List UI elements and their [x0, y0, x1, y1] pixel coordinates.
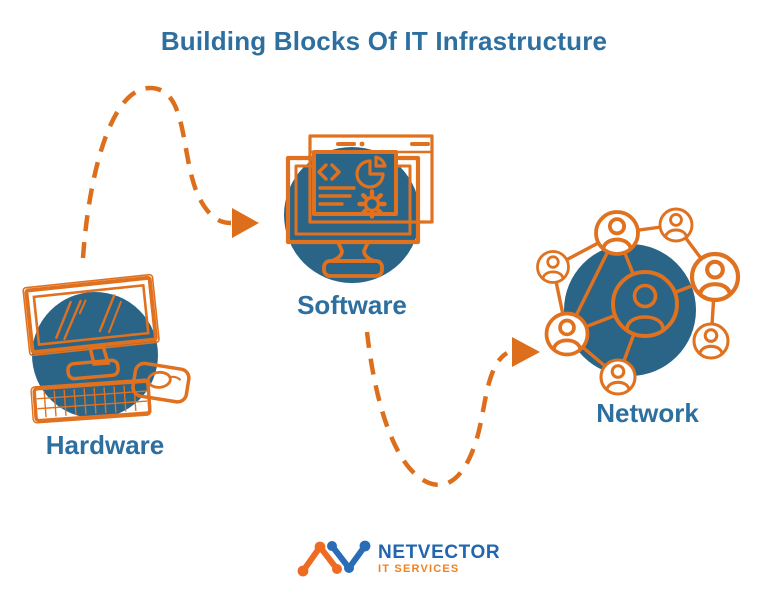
page-title: Building Blocks Of IT Infrastructure	[160, 26, 608, 56]
person-node-icon	[658, 207, 694, 243]
dashed-arrow-hardware-to-software-icon	[80, 85, 232, 259]
logo-tagline: IT SERVICES	[378, 562, 460, 575]
code-brackets-icon	[317, 163, 328, 181]
hardware-block: Hardware	[10, 250, 200, 461]
app-panel-sketch	[312, 150, 398, 219]
person-node-icon	[692, 322, 730, 360]
logo-text: NETVECTOR IT SERVICES	[378, 541, 501, 576]
people-network-icon	[536, 207, 753, 396]
person-node-icon	[594, 210, 640, 256]
hardware-label: Hardware	[45, 430, 165, 460]
network-block: Network	[528, 196, 753, 429]
desktop-computer-sketch-icon	[22, 273, 191, 424]
mouse-pad-sketch	[131, 361, 191, 404]
pie-chart-icon	[355, 155, 387, 189]
software-block: Software	[262, 128, 442, 321]
monitor-code-pie-gear-icon	[284, 134, 434, 283]
gear-icon	[357, 189, 387, 219]
person-node-icon	[599, 358, 637, 396]
software-label: Software	[297, 290, 407, 320]
nv-zigzag-molecule-icon	[297, 540, 371, 577]
person-node-icon	[692, 254, 738, 300]
person-node-icon	[536, 250, 570, 284]
central-person-node-icon	[611, 270, 679, 338]
network-label: Network	[596, 398, 699, 428]
arrowhead-to-software-icon	[232, 208, 259, 238]
monitor-sketch	[22, 273, 160, 381]
dashed-arrow-software-to-network-icon	[364, 331, 509, 488]
logo: NETVECTOR IT SERVICES	[295, 537, 500, 581]
logo-name: NETVECTOR	[378, 541, 501, 563]
person-node-icon	[544, 311, 590, 357]
